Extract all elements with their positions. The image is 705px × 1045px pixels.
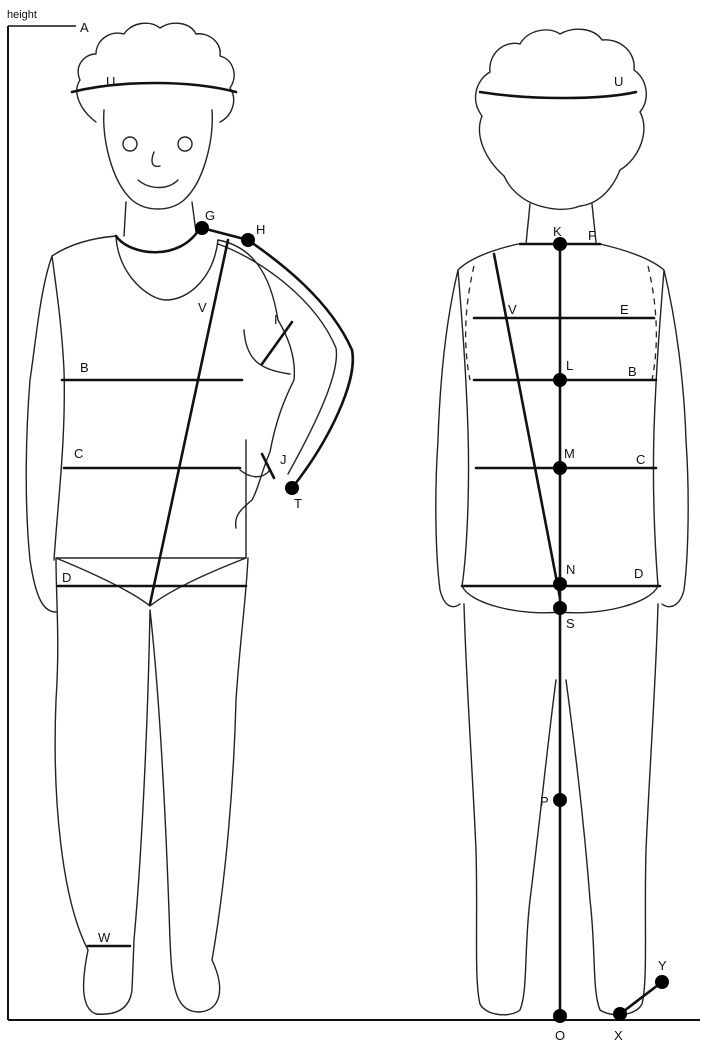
front-nose: [152, 152, 160, 166]
back-label-K: K: [553, 224, 562, 239]
front-label-B: B: [80, 360, 89, 375]
front-label-D: D: [62, 570, 71, 585]
back-label-P: P: [540, 794, 549, 809]
height-label: height: [7, 9, 37, 21]
back-body: [436, 244, 688, 613]
back-label-B: B: [628, 364, 637, 379]
back-head-circumference-U: [480, 92, 636, 98]
front-label-G: G: [205, 208, 215, 223]
height-axis: height A: [7, 9, 700, 1020]
back-label-U: U: [614, 74, 623, 89]
front-left-eye: [123, 137, 137, 151]
front-body: [26, 236, 248, 1014]
back-diagonal-V: [494, 254, 560, 598]
point-G: [195, 221, 209, 235]
front-right-eye: [178, 137, 192, 151]
front-figure: U G H V I B C J T D W: [26, 23, 353, 1014]
back-label-X: X: [614, 1028, 623, 1043]
back-foot-line-XY: [620, 982, 662, 1014]
front-head-circumference-U: [72, 83, 236, 92]
point-O: [553, 1009, 567, 1023]
front-label-T: T: [294, 496, 302, 511]
back-label-M: M: [564, 446, 575, 461]
front-label-V: V: [198, 300, 207, 315]
front-label-J: J: [280, 452, 287, 467]
front-face: [104, 110, 213, 209]
back-left-armhole-dash: [466, 266, 474, 380]
front-bent-arm: [218, 240, 294, 528]
point-S: [553, 601, 567, 615]
front-hair: [77, 23, 234, 122]
label-A: A: [80, 20, 89, 35]
back-hair: [476, 29, 647, 209]
point-L: [553, 373, 567, 387]
front-mouth: [138, 180, 178, 188]
front-diagonal-V: [150, 240, 228, 604]
point-H: [241, 233, 255, 247]
front-upper-arm-I: [262, 322, 292, 364]
point-N: [553, 577, 567, 591]
back-label-F: F: [588, 228, 596, 243]
front-label-C: C: [74, 446, 83, 461]
back-label-E: E: [620, 302, 629, 317]
back-figure: U K F V E L B M C N D S P O X Y: [436, 29, 688, 1043]
front-label-W: W: [98, 930, 111, 945]
point-M: [553, 461, 567, 475]
front-neck-line: [116, 228, 200, 252]
back-label-S: S: [566, 616, 575, 631]
front-arm-inner: [218, 244, 336, 474]
back-label-D: D: [634, 566, 643, 581]
back-label-Y: Y: [658, 958, 667, 973]
front-neck: [124, 202, 196, 236]
front-label-I: I: [274, 312, 278, 327]
front-label-H: H: [256, 222, 265, 237]
front-label-U: U: [106, 74, 115, 89]
back-label-C: C: [636, 452, 645, 467]
back-label-L: L: [566, 358, 573, 373]
back-right-armhole-dash: [648, 266, 656, 380]
point-X: [613, 1007, 627, 1021]
point-T: [285, 481, 299, 495]
point-K: [553, 237, 567, 251]
front-arm-length-line: [202, 228, 353, 488]
back-label-V: V: [508, 302, 517, 317]
point-P: [553, 793, 567, 807]
point-Y: [655, 975, 669, 989]
back-label-O: O: [555, 1028, 565, 1043]
back-label-N: N: [566, 562, 575, 577]
